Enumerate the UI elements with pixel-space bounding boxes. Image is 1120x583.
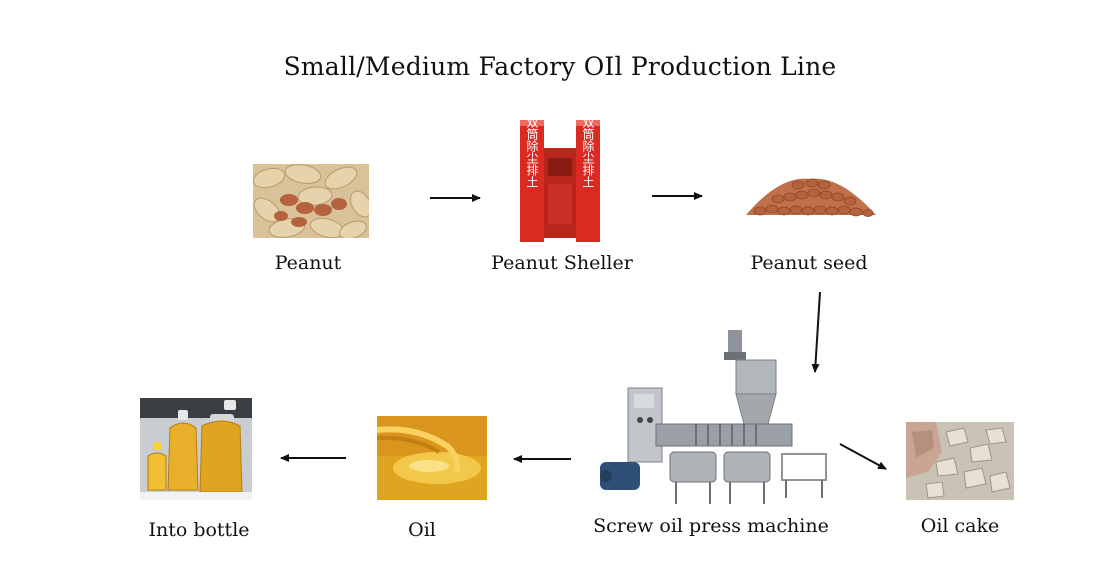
peanut-pods-photo [253, 164, 369, 238]
label-into-bottle: Into bottle [148, 519, 250, 541]
screw-oil-press-photo [600, 330, 827, 504]
diagram-title: Small/Medium Factory OIl Production Line [283, 52, 837, 81]
label-peanut: Peanut [274, 252, 342, 274]
label-screw-oil-press: Screw oil press machine [593, 515, 829, 537]
oil-pour-photo [377, 416, 487, 500]
arrow-press-to-cake [839, 443, 887, 470]
label-peanut-sheller: Peanut Sheller [491, 252, 633, 274]
sheller-side-text-left: 双筒除尘排土 [525, 118, 539, 188]
oil-cake-photo [906, 422, 1014, 500]
label-oil-cake: Oil cake [920, 515, 1000, 537]
label-oil: Oil [408, 519, 436, 541]
sheller-side-text-right: 双筒除尘排土 [581, 118, 595, 188]
peanut-sheller-machine-photo: 双筒除尘排土 双筒除尘排土 [520, 118, 600, 242]
label-peanut-seed: Peanut seed [750, 252, 868, 274]
oil-bottles-photo [140, 398, 252, 500]
peanut-kernels-photo [746, 178, 876, 217]
arrow-seed-to-press [811, 291, 821, 373]
